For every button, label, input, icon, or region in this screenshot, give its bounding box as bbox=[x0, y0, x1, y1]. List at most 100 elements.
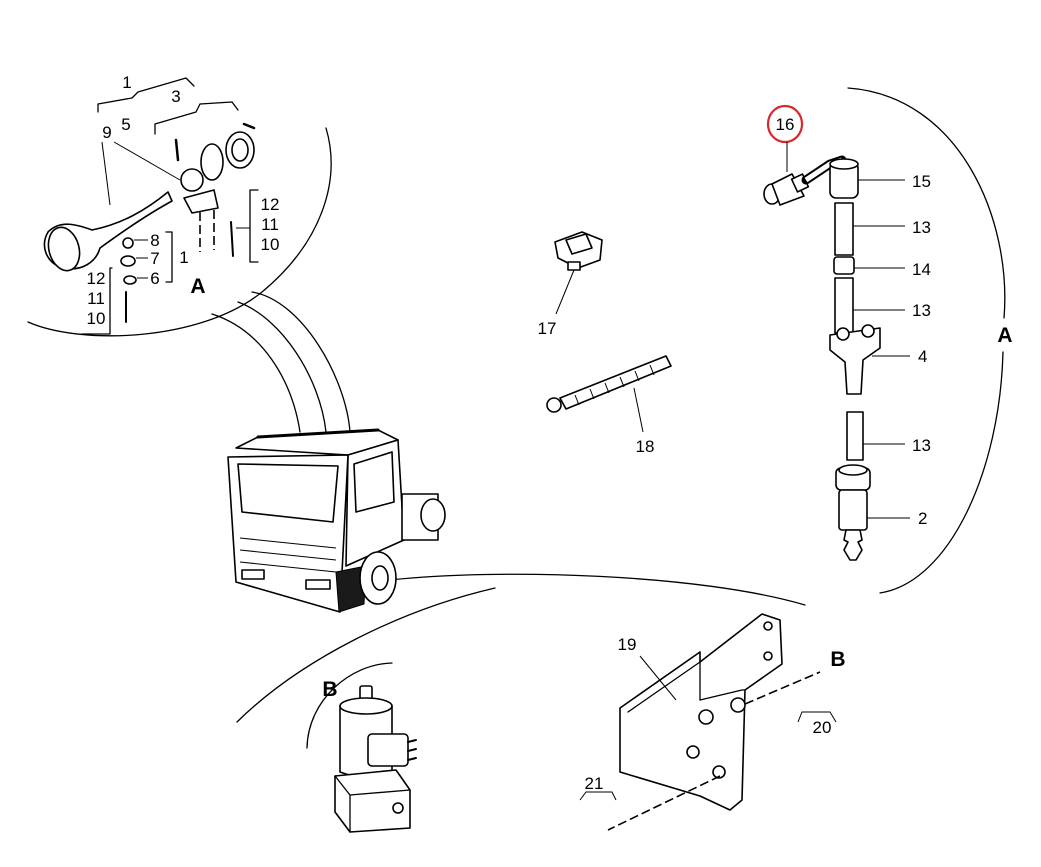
leader-curve-1 bbox=[211, 313, 301, 433]
callout-10-lower[interactable]: 10 bbox=[87, 309, 106, 328]
bubble-b-left-edge bbox=[236, 587, 496, 723]
callout-7[interactable]: 7 bbox=[150, 249, 159, 268]
air-line-assembly bbox=[763, 104, 910, 561]
callout-9[interactable]: 9 bbox=[102, 123, 111, 142]
solenoid-port bbox=[392, 802, 404, 814]
callout-1-lower[interactable]: 1 bbox=[179, 248, 188, 267]
pipe-section-middle bbox=[834, 277, 854, 334]
horn-mount-plate bbox=[183, 189, 219, 214]
y-fitting bbox=[829, 327, 881, 395]
callout-13-upper[interactable]: 13 bbox=[912, 218, 931, 237]
truck-roof-edge bbox=[256, 428, 380, 439]
callout-11-lower[interactable]: 11 bbox=[87, 289, 105, 308]
callout-13-lower[interactable]: 13 bbox=[912, 436, 931, 455]
view-letter-b-left: B bbox=[322, 678, 337, 701]
fastener-axis-21 bbox=[607, 775, 721, 831]
bracket-bolt bbox=[730, 697, 746, 713]
truck-illustration bbox=[227, 428, 446, 613]
view-letter-b-right: B bbox=[830, 648, 845, 671]
bracket-callout-12-11-10-right bbox=[249, 189, 259, 263]
bracket-callout-1-lower bbox=[165, 231, 173, 283]
leader-9-compressor bbox=[113, 141, 181, 181]
cable-tie-head bbox=[546, 397, 562, 413]
callout-11[interactable]: 11 bbox=[261, 215, 279, 234]
cable-tie-part: 18 bbox=[546, 355, 672, 456]
truck-grille-line bbox=[239, 549, 337, 561]
truck-bumper-corner bbox=[335, 565, 367, 613]
elbow-fitting-top bbox=[829, 158, 859, 170]
horn-washer bbox=[123, 275, 137, 285]
callout-17[interactable]: 17 bbox=[538, 319, 557, 338]
callout-3[interactable]: 3 bbox=[171, 87, 180, 106]
callout-13-middle[interactable]: 13 bbox=[912, 301, 931, 320]
truck-headlight-right bbox=[305, 579, 331, 590]
callout-21[interactable]: 21 bbox=[585, 774, 604, 793]
bracket-callout-1 bbox=[97, 77, 195, 113]
bracket-hole bbox=[763, 651, 773, 661]
horn-compressor-body bbox=[180, 168, 204, 192]
clip-foot bbox=[567, 261, 581, 271]
callout-4[interactable]: 4 bbox=[918, 347, 927, 366]
callout-2[interactable]: 2 bbox=[918, 509, 927, 528]
leader-18 bbox=[633, 387, 644, 433]
callout-8[interactable]: 8 bbox=[150, 231, 159, 250]
bracket-hole bbox=[763, 621, 773, 631]
truck-grille-line bbox=[239, 537, 337, 549]
leader-19 bbox=[639, 655, 677, 701]
leader-9-horn bbox=[101, 141, 111, 206]
callout-12-lower[interactable]: 12 bbox=[87, 269, 106, 288]
bracket-fold-line bbox=[627, 661, 701, 713]
bracket-assembly: 19 B 20 21 bbox=[579, 613, 846, 831]
callout-12[interactable]: 12 bbox=[261, 195, 280, 214]
solenoid-pin bbox=[407, 748, 417, 752]
horn-screw bbox=[174, 138, 180, 162]
horn-ring-inner bbox=[231, 138, 249, 162]
horn-callouts: 1 3 9 5 12 11 10 8 7 1 6 12 11 10 A bbox=[87, 73, 280, 328]
bubble-b-top-edge bbox=[389, 573, 806, 606]
horn-diaphragm bbox=[200, 143, 224, 181]
pipe-union bbox=[833, 256, 855, 275]
horn-wing-nut bbox=[120, 255, 136, 267]
cable-tie-band bbox=[559, 355, 672, 410]
horn-assembly bbox=[43, 77, 259, 335]
leader-curve-2 bbox=[237, 301, 327, 433]
solenoid-view-arc bbox=[306, 662, 393, 749]
horn-nut bbox=[122, 237, 134, 249]
air-line-callouts: 16 15 13 14 13 4 13 2 A bbox=[776, 115, 1013, 528]
bubble-a-right-edge-top bbox=[847, 87, 1006, 319]
callout-15[interactable]: 15 bbox=[912, 172, 931, 191]
callout-1[interactable]: 1 bbox=[122, 73, 131, 92]
bracket-flange-edge bbox=[699, 689, 746, 701]
truck-side-window bbox=[353, 451, 395, 513]
quick-connector-top bbox=[838, 464, 868, 476]
callout-18[interactable]: 18 bbox=[636, 437, 655, 456]
leader-curve-3 bbox=[251, 291, 351, 433]
callout-5[interactable]: 5 bbox=[121, 115, 130, 134]
quick-connector-body bbox=[838, 489, 868, 531]
callout-19[interactable]: 19 bbox=[618, 635, 637, 654]
callout-20[interactable]: 20 bbox=[813, 718, 832, 737]
bracket-hole bbox=[686, 745, 700, 759]
pipe-section-lower bbox=[846, 411, 864, 461]
horn-bell-mouth bbox=[47, 226, 81, 272]
solenoid-valve: B bbox=[322, 678, 417, 833]
leader-17 bbox=[555, 269, 575, 315]
y-fitting-port-left bbox=[836, 327, 850, 341]
bubble-a-right-edge-bottom bbox=[879, 351, 1004, 594]
cable-tie-teeth bbox=[574, 364, 655, 406]
pipe-section-upper bbox=[834, 202, 854, 256]
view-letter-a-left: A bbox=[190, 275, 205, 298]
bubble-a-left-edge bbox=[27, 127, 332, 337]
callout-14[interactable]: 14 bbox=[912, 260, 931, 279]
callout-10[interactable]: 10 bbox=[261, 235, 280, 254]
view-bubble-curves bbox=[27, 87, 1006, 749]
clip-part: 17 bbox=[538, 231, 603, 338]
selected-callout-ring bbox=[766, 104, 804, 144]
truck-fifth-wheel bbox=[420, 498, 446, 532]
callout-6[interactable]: 6 bbox=[150, 269, 159, 288]
solenoid-connector bbox=[367, 733, 409, 767]
clip-slot bbox=[565, 233, 593, 255]
callout-16-selected[interactable]: 16 bbox=[776, 115, 795, 134]
truck-headlight-left bbox=[241, 569, 265, 580]
solenoid-pin bbox=[407, 739, 417, 743]
